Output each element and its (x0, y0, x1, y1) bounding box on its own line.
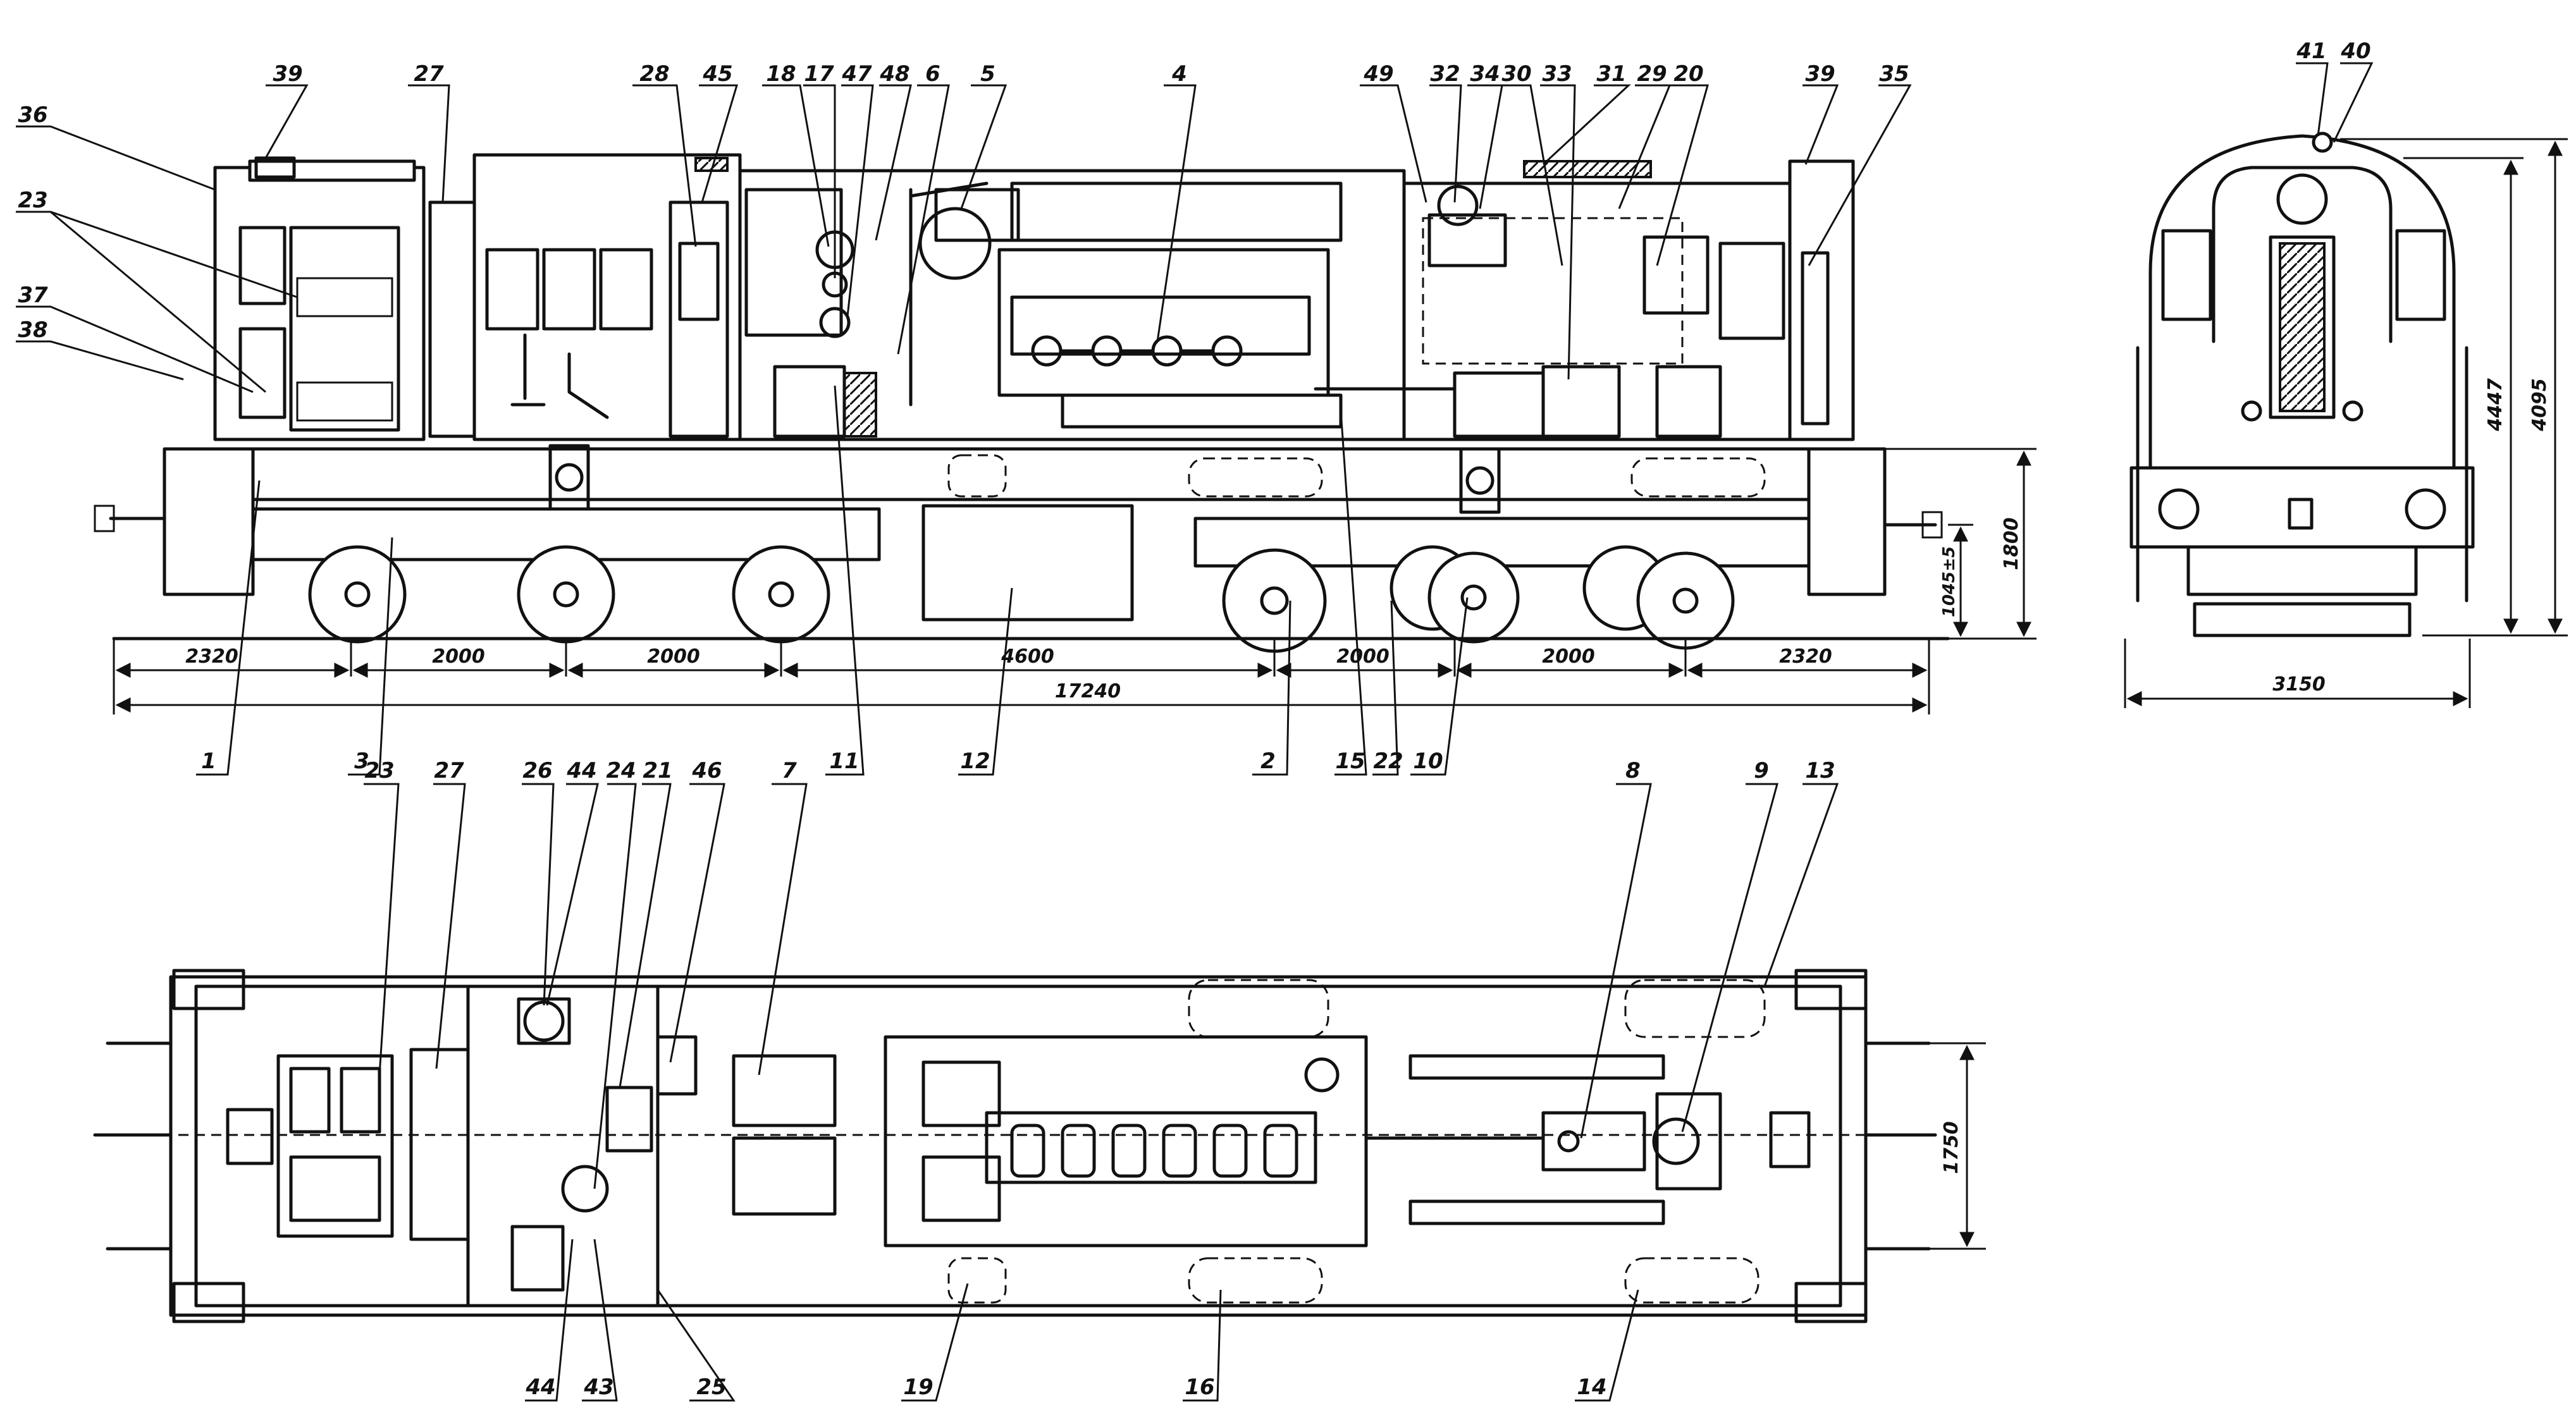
plan-callout-7: 7 (782, 758, 797, 783)
callout-11: 11 (829, 749, 859, 774)
engine-cylinders (1031, 335, 1243, 367)
dim-1045: 1045±5 (1940, 546, 1959, 617)
plan-callout-25: 25 (696, 1375, 726, 1400)
callout-47: 47 (841, 61, 872, 87)
side-elevation-view (94, 153, 2037, 714)
plan-callout-13: 13 (1805, 758, 1835, 783)
front-callout-41: 41 (2296, 39, 2326, 64)
callout-45: 45 (702, 61, 732, 87)
dim-4095: 4095 (2529, 378, 2551, 432)
callout-3: 3 (354, 749, 369, 774)
callout-10: 10 (1413, 749, 1443, 774)
dim-1750: 1750 (1940, 1121, 1963, 1174)
plan-cylinders (1010, 1124, 1298, 1178)
callout-15: 15 (1335, 749, 1365, 774)
dim-2320-left: 2320 (185, 646, 238, 668)
plan-bottom-callouts (525, 1239, 1639, 1402)
plan-callout-44: 44 (566, 758, 596, 783)
callout-34: 34 (1470, 61, 1500, 87)
plan-callout-19: 19 (903, 1375, 933, 1400)
dim-2000-c: 2000 (1336, 646, 1390, 668)
dim-3150: 3150 (2272, 673, 2326, 696)
dim-2000-a: 2000 (432, 646, 485, 668)
bogie-right (1193, 447, 1811, 653)
dim-1800: 1800 (2000, 517, 2023, 570)
dim-2000-b: 2000 (647, 646, 700, 668)
callout-39-right: 39 (1805, 61, 1835, 87)
dim-2000-d: 2000 (1542, 646, 1595, 668)
callout-38: 38 (18, 317, 47, 343)
callout-20: 20 (1673, 61, 1703, 87)
callout-18: 18 (766, 61, 796, 87)
callout-6: 6 (925, 61, 940, 87)
front-callout-40: 40 (2340, 39, 2370, 64)
dim-2320-right: 2320 (1779, 646, 1832, 668)
plan-callout-24: 24 (606, 758, 636, 783)
plan-top-callouts (364, 783, 1839, 1189)
callout-4: 4 (1171, 61, 1187, 87)
callout-29: 29 (1637, 61, 1667, 87)
callout-39-left: 39 (273, 61, 302, 87)
plan-callout-21: 21 (643, 758, 672, 783)
plan-callout-9: 9 (1754, 758, 1769, 783)
dim-4447: 4447 (2484, 378, 2506, 432)
bogie-left (251, 444, 881, 644)
callout-5: 5 (980, 61, 995, 87)
callout-48: 48 (879, 61, 909, 87)
callout-37: 37 (18, 283, 48, 308)
callout-31: 31 (1596, 61, 1626, 87)
callout-17: 17 (804, 61, 834, 87)
callout-49: 49 (1363, 61, 1393, 87)
callout-30: 30 (1501, 61, 1531, 87)
plan-callout-44-bottom: 44 (525, 1375, 555, 1400)
callout-12: 12 (960, 749, 990, 774)
callout-27: 27 (414, 61, 444, 87)
plan-callout-26: 26 (522, 758, 552, 783)
dim-4600: 4600 (1001, 646, 1054, 668)
callout-1: 1 (201, 749, 216, 774)
plan-callout-14: 14 (1577, 1375, 1606, 1400)
plan-callout-27: 27 (434, 758, 464, 783)
plan-view (93, 969, 1986, 1323)
side-bottom-callouts (196, 385, 1469, 776)
callout-36: 36 (18, 102, 47, 128)
front-end-view (2124, 62, 2568, 708)
plan-callout-16: 16 (1185, 1375, 1214, 1400)
side-left-callouts (16, 125, 298, 393)
callout-35: 35 (1879, 61, 1909, 87)
callout-33: 33 (1542, 61, 1572, 87)
plan-callout-23: 23 (364, 758, 394, 783)
callout-23-left: 23 (18, 188, 47, 213)
callout-2: 2 (1260, 749, 1276, 774)
plan-callout-46: 46 (691, 758, 722, 783)
dim-17240: 17240 (1055, 680, 1121, 702)
side-top-callouts (264, 84, 1912, 380)
callout-22: 22 (1373, 749, 1403, 774)
callout-28: 28 (639, 61, 669, 87)
callout-32: 32 (1430, 61, 1460, 87)
plan-callout-8: 8 (1625, 758, 1641, 783)
plan-callout-43: 43 (583, 1375, 613, 1400)
